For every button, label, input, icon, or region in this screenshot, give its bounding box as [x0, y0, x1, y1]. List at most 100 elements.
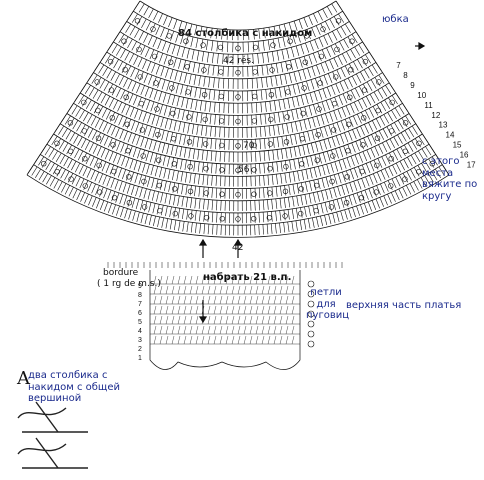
stitch-mark [333, 110, 338, 121]
stitch-mark [173, 57, 177, 68]
stitch-mark [137, 161, 142, 172]
stitch-mark [293, 159, 296, 170]
stitch-mark [385, 140, 392, 151]
bodice-stitch [225, 315, 229, 325]
top-stitch-count: 84 столбика с накидом [178, 28, 313, 39]
stitch-mark [315, 78, 319, 88]
stitch-mark [365, 176, 370, 187]
stitch-mark [198, 186, 201, 197]
stitch-mark [376, 104, 383, 114]
stitch-mark [85, 99, 92, 109]
stitch-mark [365, 110, 371, 120]
bodice-stitch [279, 275, 283, 285]
stitch-mark [68, 117, 75, 127]
stitch-mark [74, 148, 80, 159]
stitch-mark [165, 218, 169, 229]
stitch-mark [199, 88, 202, 99]
stitch-mark [194, 210, 197, 221]
stitch-mark [325, 113, 329, 124]
chain-loop [150, 26, 156, 32]
skirt-row-arc [33, 164, 443, 226]
chain-loop [251, 167, 257, 173]
chain-loop [315, 132, 321, 138]
stitch-mark [122, 36, 129, 46]
stitch-mark [167, 156, 170, 167]
stitch-mark [327, 33, 333, 43]
stitch-mark [295, 121, 298, 132]
stitch-mark [194, 25, 198, 36]
stitch-mark [357, 113, 362, 124]
stitch-mark [127, 11, 134, 20]
stitch-mark [112, 204, 116, 215]
chain-loop [155, 132, 161, 138]
stitch-mark [316, 64, 321, 75]
stitch-mark [67, 173, 74, 183]
stitch-mark [84, 85, 91, 94]
stitch-mark [119, 194, 124, 205]
chain-loop [219, 167, 225, 173]
stitch-mark [117, 167, 122, 178]
stitch-mark [368, 108, 375, 118]
stitch-mark [305, 93, 309, 104]
stitch-mark [206, 39, 209, 50]
bodice-stitch [213, 335, 217, 345]
bodice-stitch [261, 325, 265, 335]
stitch-mark [395, 162, 402, 173]
stitch-mark [81, 82, 88, 92]
chain-loop [200, 42, 206, 48]
chain-loop [168, 59, 174, 65]
stitch-mark [90, 116, 97, 126]
bodice-stitch [165, 335, 169, 345]
stitch-mark [341, 185, 345, 195]
stitch-mark [166, 143, 170, 155]
stitch-mark [104, 96, 111, 106]
stitch-mark [356, 205, 360, 216]
stitch-mark [190, 99, 193, 110]
stitch-mark [264, 113, 267, 125]
stitch-mark [348, 208, 352, 219]
row-number-left: 1 [138, 355, 142, 362]
bodice-stitch [231, 315, 235, 325]
stitch-mark [284, 172, 287, 184]
bodice-stitch [243, 295, 247, 305]
stitch-mark [297, 83, 301, 94]
stitch-mark [95, 185, 100, 196]
stitch-mark [189, 86, 193, 97]
bodice-stitch [261, 305, 265, 315]
row-number-right: 11 [424, 101, 433, 110]
stitch-mark [215, 175, 217, 186]
stitch-mark [342, 93, 348, 104]
stitch-mark [178, 220, 181, 231]
stitch-mark [277, 37, 281, 49]
chain-loop [299, 161, 305, 167]
stitch-mark [308, 206, 311, 217]
stitch-mark [173, 195, 176, 206]
stitch-mark [361, 56, 367, 66]
chain-loop [67, 148, 74, 155]
stitch-mark [371, 134, 377, 144]
stitch-mark [349, 182, 354, 193]
stitch-mark [388, 97, 394, 107]
stitch-mark [120, 89, 126, 100]
stitch-mark [107, 189, 112, 200]
stitch-mark [346, 51, 352, 61]
stitch-mark [97, 106, 104, 116]
chain-loop [314, 157, 320, 163]
row-number-right: 9 [410, 81, 415, 90]
stitch-mark [399, 161, 405, 171]
stitch-mark [289, 159, 292, 171]
stitch-mark [131, 120, 136, 131]
chain-loop [362, 58, 369, 65]
chain-loop [172, 186, 178, 192]
stitch-mark [340, 67, 346, 78]
stitch-mark [394, 190, 400, 201]
stitch-mark [379, 116, 386, 126]
buttonhole-loop [307, 310, 315, 318]
stitch-mark [227, 54, 229, 65]
chain-loop [96, 162, 102, 169]
bodice-stitch [267, 295, 271, 305]
stitch-mark [105, 163, 111, 174]
stitch-mark [264, 138, 266, 149]
stitch-mark [124, 144, 129, 155]
stitch-mark [109, 56, 115, 66]
